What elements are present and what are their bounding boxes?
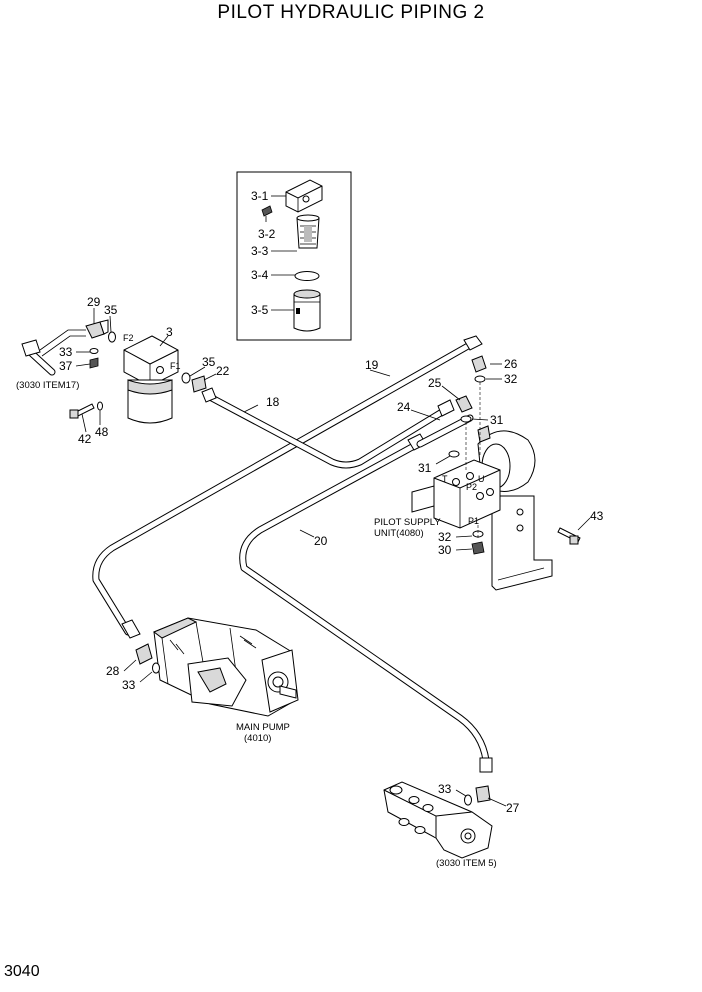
- callout-3-2: 3-2: [258, 227, 276, 241]
- diagram-title: PILOT HYDRAULIC PIPING 2: [217, 2, 485, 23]
- callout-20: 20: [314, 534, 328, 548]
- pilot-hose-left: [21, 329, 86, 376]
- callout-33-lower: 33: [438, 782, 452, 796]
- callout-31-left: 31: [418, 461, 432, 475]
- lower-block: [383, 781, 507, 859]
- line-filter-assembly: [69, 308, 391, 433]
- page-number: 3040: [4, 963, 40, 980]
- port-f1: F1: [170, 361, 181, 371]
- hose-24: [416, 414, 474, 448]
- callout-35-left: 35: [104, 303, 118, 317]
- callout-27: 27: [506, 801, 520, 815]
- callout-32-bottom: 32: [438, 530, 452, 544]
- note-3030-item17: (3030 ITEM17): [16, 380, 79, 391]
- hose-19: [92, 335, 483, 639]
- note-main-pump-line2: (4010): [244, 733, 271, 744]
- hose-20: [239, 433, 493, 773]
- callout-26: 26: [504, 357, 518, 371]
- port-t: T: [442, 474, 448, 484]
- callout-3: 3: [166, 325, 173, 339]
- callout-33-pump: 33: [122, 678, 136, 692]
- main-pump: [123, 617, 299, 717]
- callout-42: 42: [78, 432, 92, 446]
- note-pilot-supply-line1: PILOT SUPPLY: [374, 517, 441, 528]
- port-p1: P1: [468, 516, 479, 526]
- port-u: U: [478, 474, 485, 484]
- callout-35-right: 35: [202, 355, 216, 369]
- note-3030-item5: (3030 ITEM 5): [436, 858, 497, 869]
- hose-18: [201, 387, 455, 469]
- callout-32-top: 32: [504, 372, 518, 386]
- callout-29: 29: [87, 295, 101, 309]
- note-pilot-supply-line2: UNIT(4080): [374, 528, 424, 539]
- callout-18: 18: [266, 395, 280, 409]
- port-p2: P2: [466, 482, 477, 492]
- pilot-supply-unit: [299, 355, 591, 591]
- callout-37: 37: [59, 359, 73, 373]
- callout-25: 25: [428, 376, 442, 390]
- callout-48: 48: [95, 425, 109, 439]
- callout-3-3: 3-3: [251, 244, 269, 258]
- note-main-pump-line1: MAIN PUMP: [236, 722, 290, 733]
- callout-3-4: 3-4: [251, 268, 269, 282]
- callout-31-top: 31: [490, 413, 504, 427]
- callout-33-left: 33: [59, 345, 73, 359]
- callout-3-5: 3-5: [251, 303, 269, 317]
- callout-22: 22: [216, 364, 230, 378]
- callout-24: 24: [397, 400, 411, 414]
- callout-28: 28: [106, 664, 120, 678]
- callout-3-1: 3-1: [251, 189, 269, 203]
- port-f2: F2: [123, 333, 134, 343]
- callout-30: 30: [438, 543, 452, 557]
- filter-detail-inset: [236, 171, 352, 341]
- callout-19: 19: [365, 358, 379, 372]
- callout-43: 43: [590, 509, 604, 523]
